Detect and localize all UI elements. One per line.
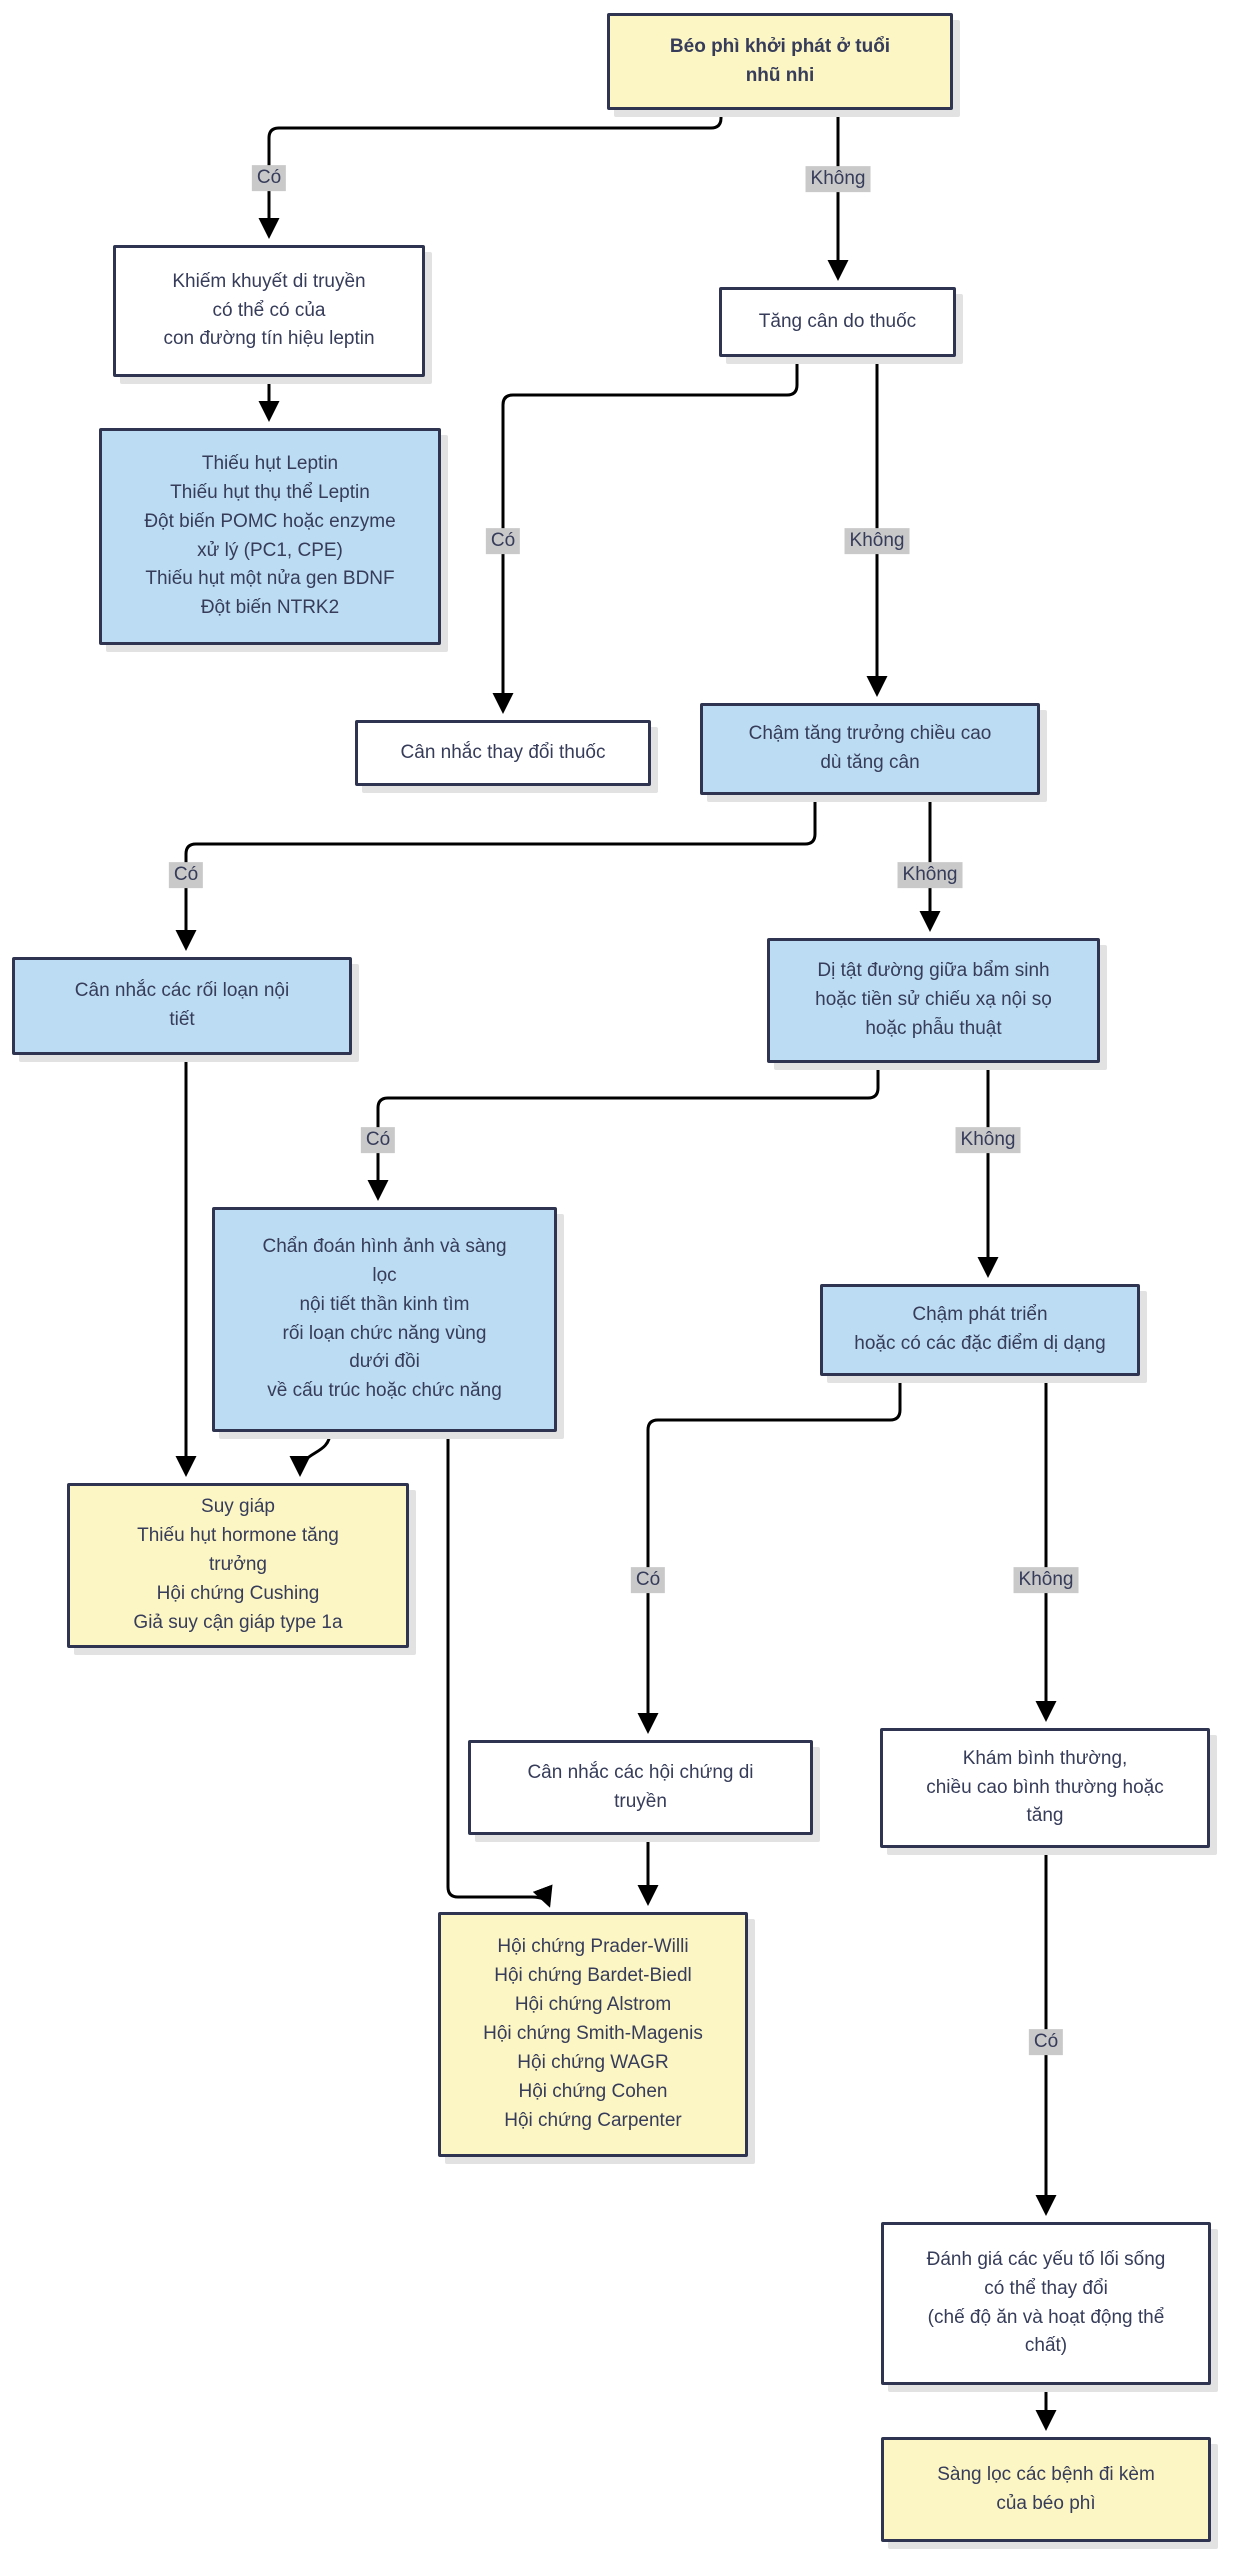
edge-label-no-4: Không <box>955 1127 1021 1153</box>
node-lifestyle-text: Đánh giá các yếu tố lối sống có thể thay… <box>926 2248 1166 2357</box>
node-endo-results: Suy giáp Thiếu hụt hormone tăng trưởng H… <box>67 1483 409 1648</box>
node-dev-delay-text: Chậm phát triển hoặc có các đặc điểm dị … <box>854 1304 1106 1354</box>
edge-imaging-syndromes <box>446 1432 553 1908</box>
edge-label-yes-3: Có <box>168 862 204 888</box>
node-drug-weight: Tăng cân do thuốc <box>719 287 956 357</box>
node-genetic-defect-text: Khiếm khuyết di truyền có thể có của con… <box>163 270 375 350</box>
node-normal-exam-text: Khám bình thường, chiều cao bình thường … <box>926 1747 1164 1827</box>
node-syndromes-list: Hội chứng Prader-Willi Hội chứng Bardet-… <box>438 1912 748 2157</box>
node-dev-delay: Chậm phát triển hoặc có các đặc điểm dị … <box>820 1284 1140 1376</box>
edge-devdelay-considergenetic-yes <box>637 1376 902 1734</box>
node-screening-text: Sàng lọc các bệnh đi kèm của béo phì <box>937 2463 1155 2514</box>
node-normal-exam: Khám bình thường, chiều cao bình thường … <box>880 1728 1210 1848</box>
edge-label-no-1: Không <box>805 166 871 192</box>
edge-imaging-endoresults <box>289 1431 332 1477</box>
node-endocrine-text: Cân nhắc các rối loạn nội tiết <box>74 980 290 1030</box>
node-midline-text: Dị tật đường giữa bẩm sinh hoặc tiền sử … <box>815 960 1052 1039</box>
edge-slowheight-endocrine-yes <box>175 795 817 951</box>
node-endo-results-text: Suy giáp Thiếu hụt hormone tăng trưởng H… <box>133 1496 343 1633</box>
node-screening: Sàng lọc các bệnh đi kèm của béo phì <box>881 2437 1211 2542</box>
edge-label-no-3: Không <box>897 862 963 888</box>
node-leptin-list-text: Thiếu hụt Leptin Thiếu hụt thụ thể Lepti… <box>144 452 396 619</box>
edge-label-no-5: Không <box>1013 1567 1079 1593</box>
node-slow-height: Chậm tăng trưởng chiều cao dù tăng cân <box>700 703 1040 795</box>
node-consider-genetic: Cân nhắc các hội chứng di truyền <box>468 1740 813 1835</box>
edge-start-genetic-yes <box>258 110 723 239</box>
node-genetic-defect: Khiếm khuyết di truyền có thể có của con… <box>113 245 425 377</box>
edge-drug-changedrug-yes <box>492 357 799 714</box>
edge-label-yes-4: Có <box>360 1127 396 1153</box>
node-start: Béo phì khởi phát ở tuổi nhũ nhi <box>607 13 953 110</box>
node-imaging: Chẩn đoán hình ảnh và sàng lọc nội tiết … <box>212 1207 557 1432</box>
node-consider-genetic-text: Cân nhắc các hội chứng di truyền <box>527 1761 754 1812</box>
node-imaging-text: Chẩn đoán hình ảnh và sàng lọc nội tiết … <box>262 1235 507 1402</box>
edge-label-no-2: Không <box>844 528 910 554</box>
node-change-drug-text: Cân nhắc thay đổi thuốc <box>400 741 606 763</box>
node-change-drug: Cân nhắc thay đổi thuốc <box>355 720 651 786</box>
edge-label-yes-1: Có <box>251 165 287 191</box>
edge-midline-imaging-yes <box>367 1063 880 1201</box>
node-slow-height-text: Chậm tăng trưởng chiều cao dù tăng cân <box>748 723 992 773</box>
edge-label-yes-6: Có <box>1028 2029 1064 2055</box>
node-drug-weight-text: Tăng cân do thuốc <box>758 310 917 332</box>
node-leptin-list: Thiếu hụt Leptin Thiếu hụt thụ thể Lepti… <box>99 428 441 645</box>
node-start-text: Béo phì khởi phát ở tuổi nhũ nhi <box>669 35 891 86</box>
edge-label-yes-5: Có <box>630 1567 666 1593</box>
node-midline: Dị tật đường giữa bẩm sinh hoặc tiền sử … <box>767 938 1100 1063</box>
node-lifestyle: Đánh giá các yếu tố lối sống có thể thay… <box>881 2222 1211 2385</box>
node-syndromes-list-text: Hội chứng Prader-Willi Hội chứng Bardet-… <box>483 1936 703 2131</box>
node-endocrine: Cân nhắc các rối loạn nội tiết <box>12 957 352 1055</box>
edge-label-yes-2: Có <box>485 528 521 554</box>
